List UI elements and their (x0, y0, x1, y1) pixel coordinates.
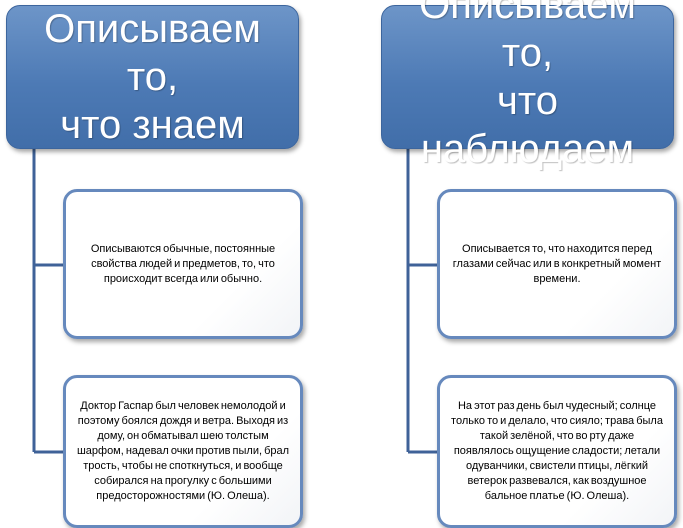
header-what-we-know: Описываем то, что знаем (6, 5, 299, 149)
card-definition-know: Описываются обычные, постоянные свойства… (63, 189, 303, 339)
card-text: Доктор Гаспар был человек немолодой и по… (76, 400, 290, 502)
header-what-we-observe: Описываем то, что наблюдаем (381, 0, 674, 171)
header-title: Описываем то, что знаем (44, 7, 261, 147)
card-text: Описывается то, что находится перед глаз… (452, 242, 662, 285)
card-example-observe: На этот раз день был чудесный; солнце то… (437, 375, 677, 528)
card-definition-observe: Описывается то, что находится перед глаз… (437, 189, 677, 339)
card-text: Описываются обычные, постоянные свойства… (90, 242, 276, 285)
card-text: На этот раз день был чудесный; солнце то… (451, 400, 663, 502)
header-title: Описываем то, что наблюдаем (419, 0, 636, 171)
card-example-know: Доктор Гаспар был человек немолодой и по… (63, 375, 303, 528)
